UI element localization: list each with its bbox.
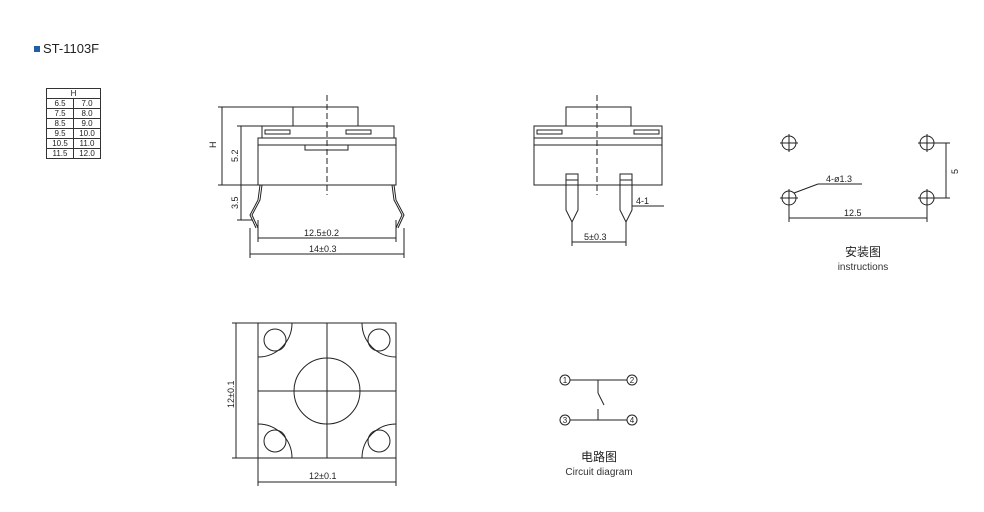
label-35: 3.5	[230, 196, 240, 209]
label-125: 12.5±0.2	[304, 228, 339, 238]
pin-label: 4	[630, 416, 635, 425]
corner-hole	[263, 328, 287, 352]
hole-crosshair-icon	[918, 134, 936, 152]
side-clip-left	[264, 129, 291, 135]
front-plunger	[565, 106, 632, 127]
side-view	[218, 95, 405, 258]
front-clip-left	[536, 129, 563, 135]
front-cover	[533, 125, 663, 139]
switch-contact	[597, 392, 605, 406]
pin-label: 2	[630, 376, 635, 385]
side-cover	[261, 125, 395, 139]
corner-hole	[367, 328, 391, 352]
front-pin-right	[619, 173, 633, 224]
install-view	[780, 134, 950, 222]
pin-label: 1	[563, 376, 568, 385]
label-pitch: 5±0.3	[584, 232, 606, 242]
corner-arc	[361, 423, 397, 459]
top-plunger	[293, 357, 361, 425]
side-lead-right	[393, 184, 405, 229]
side-lead-left-inner	[251, 184, 263, 229]
label-top-h: 12±0.1	[309, 471, 336, 481]
circuit-caption-en: Circuit diagram	[565, 467, 633, 478]
corner-arc	[257, 423, 293, 459]
front-view	[533, 95, 664, 246]
front-body	[533, 137, 663, 186]
install-caption-cn: 安装图	[844, 245, 881, 259]
product-title-text: ST-1103F	[43, 41, 100, 56]
hole-crosshair-icon	[780, 189, 798, 207]
side-lead-right-inner	[391, 184, 403, 229]
label-52: 5.2	[230, 149, 240, 162]
bullet-square-icon	[34, 45, 40, 52]
side-lead-left	[249, 184, 261, 229]
label-14: 14±0.3	[309, 244, 336, 254]
label-top-v: 12±0.1	[226, 381, 236, 408]
front-clip-right	[633, 129, 660, 135]
corner-arc	[257, 322, 293, 358]
top-view	[232, 322, 397, 486]
label-h: H	[208, 142, 218, 149]
dimension-cell: 12.0	[73, 148, 101, 159]
label-install-v: 5	[950, 169, 960, 174]
side-plunger	[292, 106, 359, 127]
leader-line	[793, 183, 819, 194]
circuit-caption-cn: 电路图	[580, 450, 617, 464]
side-clip-right	[345, 129, 372, 135]
hole-crosshair-icon	[780, 134, 798, 152]
circuit-diagram	[559, 374, 638, 426]
corner-hole	[367, 429, 391, 453]
label-hole: 4-ø1.3	[826, 174, 852, 184]
install-caption-en: instructions	[837, 262, 889, 273]
label-install-h: 12.5	[844, 208, 862, 218]
hole-crosshair-icon	[918, 189, 936, 207]
corner-hole	[263, 429, 287, 453]
pin-label: 3	[563, 416, 568, 425]
product-title: ST-1103F	[34, 41, 99, 56]
corner-arc	[361, 322, 397, 358]
front-pin-left	[565, 173, 579, 224]
label-pin-width: 4-1	[636, 196, 649, 206]
